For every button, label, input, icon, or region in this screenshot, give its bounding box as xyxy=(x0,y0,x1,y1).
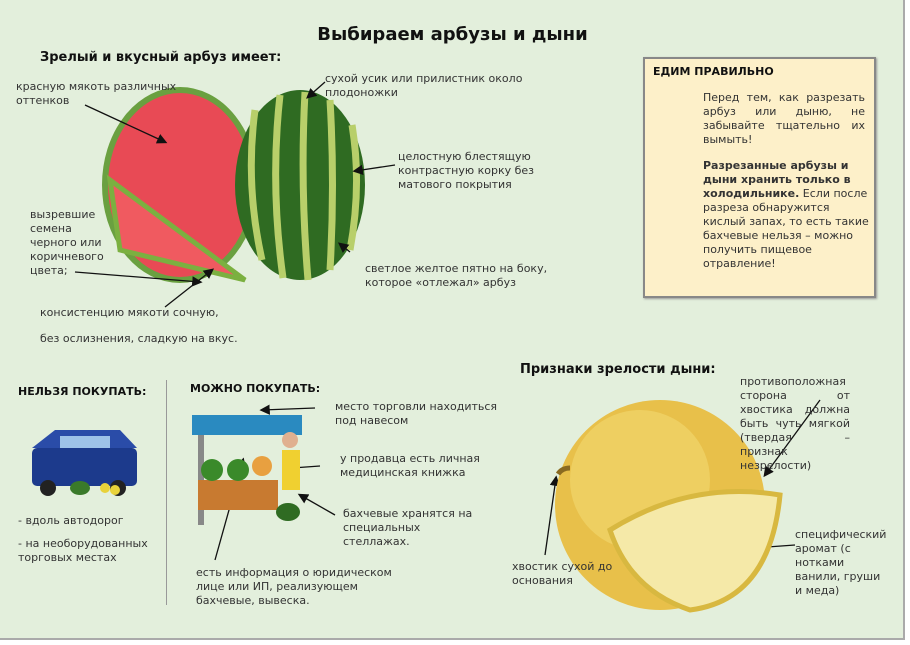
can-buy-item: есть информация о юридическом лице или И… xyxy=(196,566,392,607)
watermelon-heading: Зрелый и вкусный арбуз имеет: xyxy=(40,50,282,65)
eat-right-box: ЕДИМ ПРАВИЛЬНО Перед тем, как разрезать … xyxy=(643,57,876,298)
melon-note-soft: противоположная сторона от хвостика долж… xyxy=(740,375,850,472)
watermelon-image xyxy=(102,87,365,283)
melon-image xyxy=(555,400,783,613)
van-image xyxy=(32,430,137,496)
melon-note-stalk: хвостик сухой до основания xyxy=(512,560,613,587)
fridge-text-bold: Разрезанные арбузы и дыни хранить только… xyxy=(703,159,851,200)
fridge-text-rest: Если после разреза обнаружится кислый за… xyxy=(703,187,869,270)
note-stalk: сухой усик или прилистник около плодонож… xyxy=(325,72,523,99)
no-buy-item: - вдоль автодорог xyxy=(18,514,124,527)
can-buy-heading: МОЖНО ПОКУПАТЬ: xyxy=(190,382,321,395)
note-rind: целостную блестящую контрастную корку бе… xyxy=(398,150,535,191)
melon-note-aroma: специфический аромат (с нотками ванили, … xyxy=(795,528,887,597)
fridge-text: Разрезанные арбузы и дыни хранить только… xyxy=(703,159,871,271)
note-flesh: красную мякоть различных оттенков xyxy=(16,80,177,107)
note-spot: светлое желтое пятно на боку, которое «о… xyxy=(365,262,548,289)
divider xyxy=(166,380,167,605)
eat-right-heading: ЕДИМ ПРАВИЛЬНО xyxy=(653,65,774,78)
note-seeds: вызревшие семена черного или коричневого… xyxy=(30,208,104,277)
no-buy-item: - на необорудованных торговых местах xyxy=(18,537,148,564)
page-title: Выбираем арбузы и дыни xyxy=(317,24,588,45)
can-buy-item: у продавца есть личная медицинская книжк… xyxy=(340,452,480,479)
can-buy-item: бахчевые хранятся на специальных стеллаж… xyxy=(343,507,473,548)
can-buy-item: место торговли находиться под навесом xyxy=(335,400,498,427)
market-stall-image xyxy=(192,415,302,525)
wash-text: Перед тем, как разрезать арбуз или дыню,… xyxy=(703,91,865,146)
note-texture: консистенцию мякоти сочную, xyxy=(40,306,219,319)
note-taste: без ослизнения, сладкую на вкус. xyxy=(40,332,238,345)
melon-heading: Признаки зрелости дыни: xyxy=(520,362,716,377)
no-buy-heading: НЕЛЬЗЯ ПОКУПАТЬ: xyxy=(18,385,147,398)
